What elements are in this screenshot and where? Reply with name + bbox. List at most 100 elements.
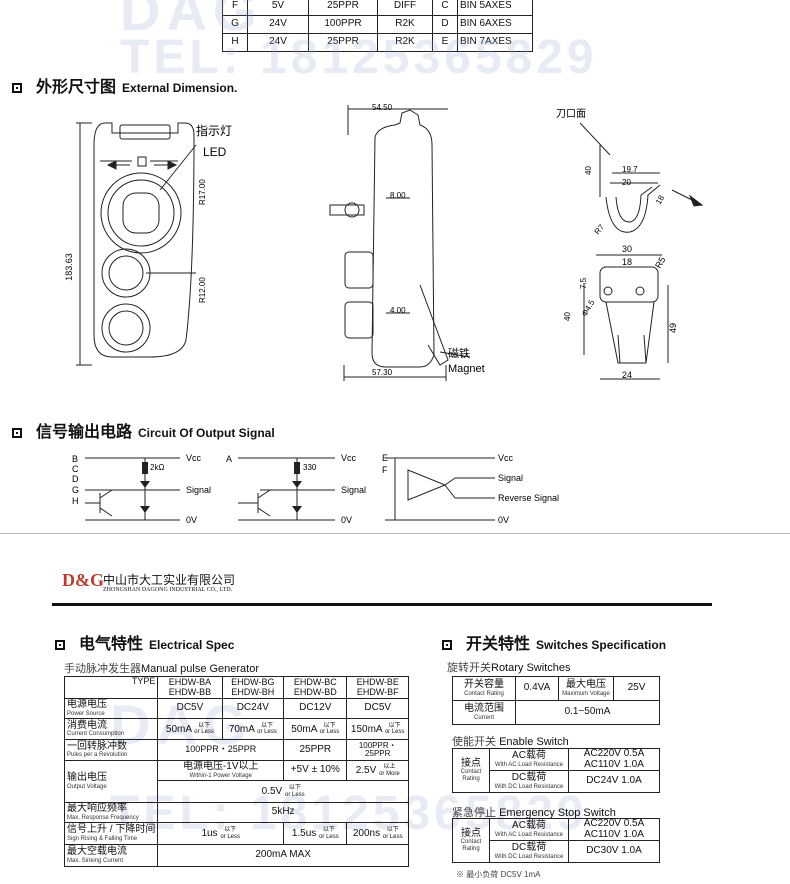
cell: H bbox=[222, 33, 248, 52]
c2-vcc: Vcc bbox=[341, 453, 357, 463]
c1-0v: 0V bbox=[186, 515, 197, 525]
min-load-note: ※ 最小负荷 DC5V 1mA bbox=[456, 870, 541, 879]
led-label-cn: 指示灯 bbox=[196, 123, 232, 138]
subtitle-emergency: 紧急停止 Emergency Stop Switch bbox=[452, 807, 616, 819]
watermark-tel: TEL: 18125365829 bbox=[120, 31, 598, 84]
bullet-icon bbox=[442, 640, 452, 650]
c1-resistor: 2kΩ bbox=[150, 463, 164, 472]
c3-letter-e: E bbox=[382, 453, 388, 463]
cell: DC30V 1.0A bbox=[568, 840, 660, 863]
c1-letter-h: H bbox=[72, 496, 79, 506]
cell: 25PPR bbox=[308, 33, 378, 52]
dim-r17: R17.00 bbox=[198, 179, 207, 205]
cell: 5kHz bbox=[157, 802, 409, 823]
c3-signal: Signal bbox=[498, 473, 523, 483]
cell: 200mA MAX bbox=[157, 844, 409, 867]
c2-letter-a: A bbox=[226, 454, 232, 464]
dim-r5: R5 bbox=[653, 255, 667, 270]
header-rule bbox=[52, 603, 712, 606]
dim-d45: Φ4.5 bbox=[580, 298, 597, 318]
dim-7-5: 7.5 bbox=[579, 277, 588, 289]
c2-0v: 0V bbox=[341, 515, 352, 525]
cell: DIFF bbox=[377, 0, 433, 16]
electrical-spec-table: TYPE EHDW-BA EHDW-BB EHDW-BG EHDW-BH EHD… bbox=[63, 676, 409, 867]
dim-30: 30 bbox=[622, 244, 632, 254]
c3-reverse: Reverse Signal bbox=[498, 493, 559, 503]
dim-18a: 18 bbox=[654, 193, 667, 206]
dim-19: 19.7 bbox=[622, 165, 638, 174]
dim-r7: R7 bbox=[593, 222, 607, 236]
c1-signal: Signal bbox=[186, 485, 211, 495]
magnet-label-en: Magnet bbox=[448, 363, 485, 375]
subtitle-rotary: 旋转开关Rotary Switches bbox=[447, 662, 571, 674]
cell: 25V bbox=[613, 676, 660, 701]
watermark-brand: DAG bbox=[120, 0, 263, 42]
dim-d8: 8.00 bbox=[390, 191, 406, 200]
cell: DC5V bbox=[346, 698, 409, 719]
cell: AC220V 0.5A AC110V 1.0A bbox=[568, 818, 660, 841]
c1-letter-c: C bbox=[72, 464, 79, 474]
cell: DC24V bbox=[221, 698, 285, 719]
output-circuit-diagrams: B C D G H 2kΩ Vcc Signal 0V A 330 Vcc Si… bbox=[72, 453, 559, 525]
subtitle-manual-pulse: 手动脉冲发生器Manual pulse Generator bbox=[64, 663, 260, 675]
bullet-icon bbox=[12, 83, 22, 93]
dim-height: 183.63 bbox=[64, 253, 74, 281]
dim-49: 49 bbox=[668, 323, 678, 333]
cell: 0.1~50mA bbox=[515, 700, 660, 725]
company-name-cn: 中山市大工实业有限公司 bbox=[103, 573, 236, 587]
c2-signal: Signal bbox=[341, 485, 366, 495]
company-logo: D&G bbox=[62, 570, 104, 590]
cell: DC5V bbox=[157, 698, 223, 719]
dim-20: 20 bbox=[622, 178, 631, 187]
divider bbox=[0, 533, 790, 534]
c3-vcc: Vcc bbox=[498, 453, 514, 463]
dim-width-bottom: 57.30 bbox=[372, 368, 393, 377]
col-bg-bh: EHDW-BG EHDW-BH bbox=[221, 676, 285, 699]
cell: BIN 7AXES bbox=[457, 33, 533, 52]
dim-d4: 4.00 bbox=[390, 306, 406, 315]
bullet-icon bbox=[12, 428, 22, 438]
led-label-en: LED bbox=[203, 145, 227, 159]
dim-r12: R12.00 bbox=[198, 277, 207, 303]
cell: 0.4VA bbox=[515, 676, 559, 701]
cell: DC24V 1.0A bbox=[568, 770, 660, 793]
c1-letter-d: D bbox=[72, 474, 79, 484]
dim-24: 24 bbox=[622, 370, 632, 380]
bullet-icon bbox=[55, 640, 65, 650]
col-bc-bd: EHDW-BC EHDW-BD bbox=[283, 676, 348, 699]
dim-40a: 40 bbox=[584, 166, 593, 175]
dim-width-top: 54.50 bbox=[372, 103, 393, 112]
type-header: TYPE bbox=[63, 676, 159, 699]
c1-letter-b: B bbox=[72, 454, 78, 464]
col-ba-bb: EHDW-BA EHDW-BB bbox=[157, 676, 223, 699]
cell: AC220V 0.5A AC110V 1.0A bbox=[568, 748, 660, 771]
cell: BIN 5AXES bbox=[457, 0, 533, 16]
cell: C bbox=[432, 0, 458, 16]
